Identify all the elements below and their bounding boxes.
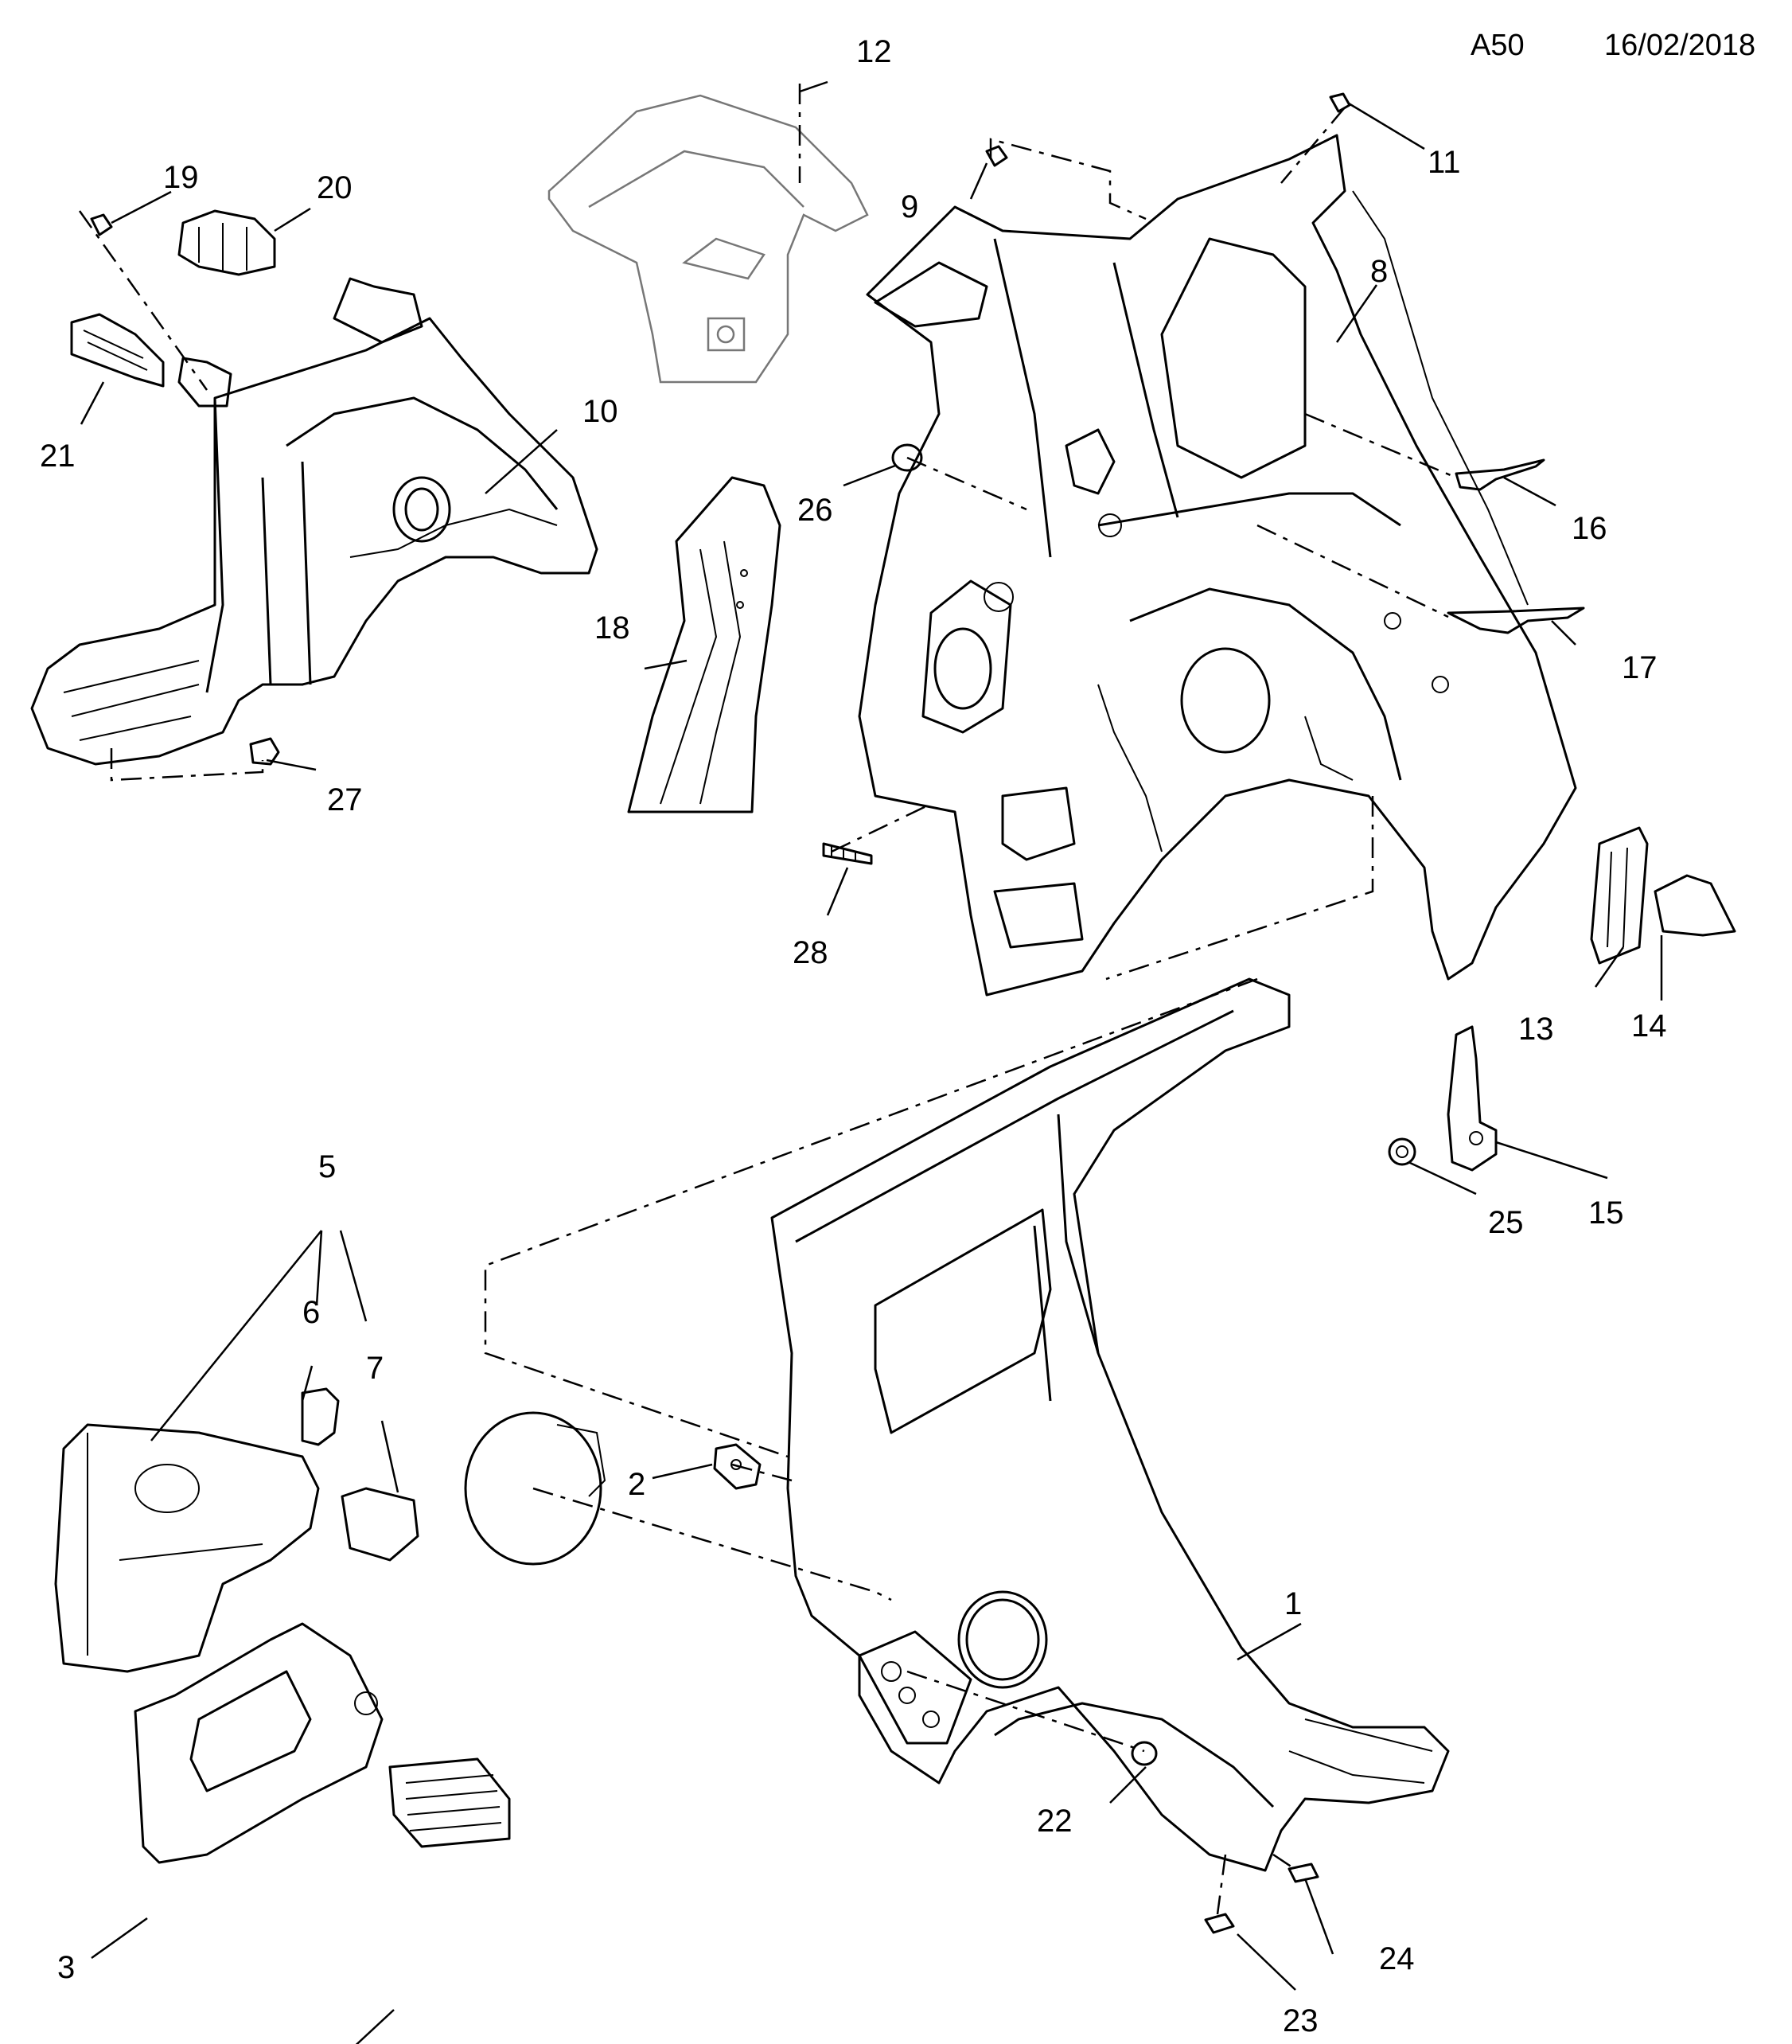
part-21-bracket xyxy=(70,313,165,388)
callout-26: 26 xyxy=(797,493,833,528)
callout-2: 2 xyxy=(628,1467,645,1502)
callout-3: 3 xyxy=(57,1950,75,1985)
callout-11: 11 xyxy=(1428,145,1461,180)
callout-25: 25 xyxy=(1488,1205,1524,1240)
part-12-floor-panel xyxy=(547,94,869,384)
callout-5: 5 xyxy=(318,1149,336,1184)
part-15-bracket xyxy=(1447,1025,1498,1172)
part-26-plug xyxy=(891,443,923,472)
callout-27: 27 xyxy=(327,782,363,817)
part-23-clip xyxy=(1204,1913,1235,1934)
callout-15: 15 xyxy=(1588,1196,1624,1231)
part-4-vent-grille xyxy=(388,1757,511,1848)
part-2-bracket xyxy=(713,1443,762,1490)
fuel-filler-door xyxy=(464,1411,606,1566)
part-18-pillar-trim xyxy=(627,476,781,813)
part-14-bracket xyxy=(1654,874,1736,937)
part-8-inner-quarter-panel xyxy=(858,134,1577,997)
callout-17: 17 xyxy=(1622,650,1658,685)
callout-8: 8 xyxy=(1370,254,1388,289)
callout-labels: 1 2 3 4 5 6 7 8 9 10 11 12 13 14 15 16 1… xyxy=(40,34,1667,2038)
callout-13: 13 xyxy=(1518,1012,1554,1047)
callout-9: 9 xyxy=(901,189,918,224)
part-19-clip xyxy=(90,213,113,236)
leader-lines xyxy=(80,80,1663,2044)
callout-1: 1 xyxy=(1284,1586,1302,1621)
part-13-reinforcement xyxy=(1590,826,1649,965)
part-22-plug xyxy=(1131,1741,1158,1766)
part-27-clip xyxy=(249,737,280,766)
part-11-clip xyxy=(1329,92,1351,113)
part-24-clip xyxy=(1288,1863,1319,1883)
part-5-wheelhouse-extension xyxy=(54,1423,320,1673)
part-6-bracket xyxy=(301,1387,340,1446)
part-25-nut xyxy=(1388,1137,1416,1166)
callout-19: 19 xyxy=(163,160,199,195)
part-20-bracket xyxy=(177,209,276,276)
callout-12: 12 xyxy=(856,34,892,69)
callout-6: 6 xyxy=(302,1295,320,1330)
part-17-bracket xyxy=(1447,607,1585,634)
callout-28: 28 xyxy=(793,935,828,970)
part-10-inner-wheelhouse xyxy=(30,277,598,766)
callout-23: 23 xyxy=(1283,2003,1319,2038)
part-3-inner-panel xyxy=(134,1622,384,1864)
part-28-bolt xyxy=(822,842,873,865)
diagram-code: A50 xyxy=(1471,29,1525,62)
assembly-lines xyxy=(78,84,1457,1915)
callout-7: 7 xyxy=(366,1351,384,1386)
callout-21: 21 xyxy=(40,439,76,474)
callout-16: 16 xyxy=(1572,511,1607,546)
diagram-date: 16/02/2018 xyxy=(1604,29,1756,62)
callout-10: 10 xyxy=(582,394,618,429)
part-7-bracket xyxy=(341,1487,419,1562)
callout-18: 18 xyxy=(594,610,630,646)
part-1-outer-quarter-panel xyxy=(770,977,1450,1872)
part-9-clip xyxy=(985,145,1008,167)
part-16-bracket xyxy=(1455,458,1545,491)
callout-22: 22 xyxy=(1037,1804,1073,1839)
callout-20: 20 xyxy=(317,170,353,205)
callout-14: 14 xyxy=(1631,1008,1667,1043)
callout-24: 24 xyxy=(1379,1941,1415,1976)
